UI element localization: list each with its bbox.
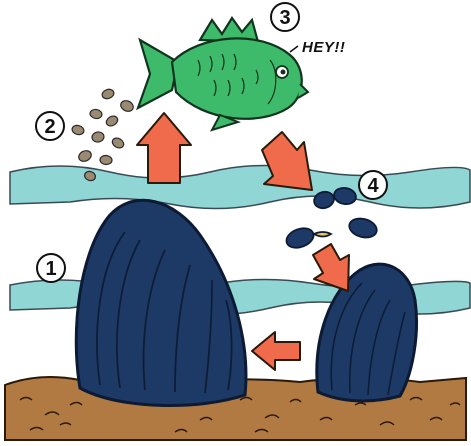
fish-speech: HEY!! <box>302 39 345 56</box>
arrow-down-right-upper <box>262 132 312 190</box>
large-mussel-shell <box>76 200 246 405</box>
step-label-3: 3 <box>279 7 290 29</box>
step-badge-1: 1 <box>37 254 65 282</box>
fish-tail <box>138 40 178 108</box>
large-mussel <box>76 200 246 405</box>
step-badge-4: 4 <box>359 171 387 199</box>
step-label-4: 4 <box>367 175 379 197</box>
speech-line <box>290 46 298 52</box>
step-label-1: 1 <box>45 258 56 280</box>
water-band-upper <box>10 165 470 208</box>
step-badge-3: 3 <box>271 3 299 31</box>
arrow-up <box>137 113 191 183</box>
step-badge-2: 2 <box>36 112 64 140</box>
arrow-left <box>252 332 300 370</box>
step-label-2: 2 <box>44 116 55 138</box>
